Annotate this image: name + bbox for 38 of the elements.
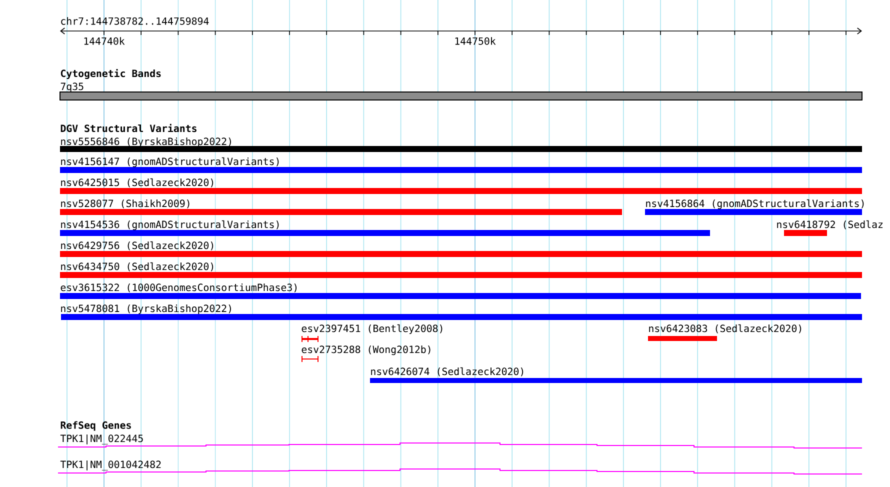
- node-label: 7q35: [60, 82, 84, 92]
- variant-feature: nsv6423083 (Sedlazeck2020): [648, 324, 802, 341]
- node-label: nsv5478081 (ByrskaBishop2022): [61, 304, 231, 314]
- variant-feature: nsv5556846 (ByrskaBishop2022): [60, 138, 862, 152]
- node-label: nsv6434750 (Sedlazeck2020): [61, 262, 214, 272]
- node-label: nsv4156864 (gnomADStructuralVariants): [646, 199, 864, 210]
- variant-feature: nsv5478081 (ByrskaBishop2022): [61, 304, 862, 320]
- track-heading: RefSeq Genes: [60, 421, 131, 431]
- variant-feature: esv2397451 (Bentley2008): [302, 324, 442, 342]
- node-label: nsv5556846 (ByrskaBishop2022): [61, 137, 231, 148]
- variant-feature: nsv6425015 (Sedlazeck2020): [60, 178, 862, 194]
- variant-feature: nsv6426074 (Sedlazeck2020): [370, 367, 862, 383]
- gene-track: TPK1|NM_022445: [58, 434, 863, 448]
- variant-feature: nsv4154536 (gnomADStructuralVariants): [60, 220, 710, 236]
- track-heading: Cytogenetic Bands: [60, 68, 161, 80]
- node-label: nsv4154536 (gnomADStructuralVariants): [61, 220, 279, 230]
- variant-feature: nsv528077 (Shaikh2009): [60, 200, 622, 215]
- variant-feature: esv2735288 (Wong2012b): [302, 346, 430, 362]
- node-label: nsv4156147 (gnomADStructuralVariants): [61, 157, 279, 168]
- track-heading: DGV Structural Variants: [60, 124, 196, 132]
- node-label: nsv528077 (Shaikh2009): [61, 199, 190, 208]
- variant-feature: nsv4156864 (gnomADStructuralVariants): [645, 199, 864, 215]
- variant-feature: esv3615322 (1000GenomesConsortiumPhase3): [60, 284, 862, 299]
- coordinate-title: chr7:144738782..144759894: [61, 17, 209, 25]
- node-label: esv3615322 (1000GenomesConsortiumPhase3): [60, 283, 297, 292]
- gene-track: TPK1|NM_001042482: [58, 460, 863, 474]
- variant-feature: nsv6434750 (Sedlazeck2020): [60, 262, 862, 278]
- cytoband-bar: 7q35: [60, 82, 863, 100]
- variant-feature: nsv4156147 (gnomADStructuralVariants): [60, 157, 862, 173]
- node-label: nsv6418792 (Sedlaz: [777, 220, 883, 230]
- variant-feature: nsv6429756 (Sedlazeck2020): [60, 241, 862, 257]
- ruler-label: 144740k: [84, 37, 125, 45]
- node-label: nsv6425015 (Sedlazeck2020): [61, 178, 214, 188]
- node-label: nsv6423083 (Sedlazeck2020): [649, 324, 802, 334]
- node-label: nsv6429756 (Sedlazeck2020): [61, 241, 214, 250]
- node-label: nsv6426074 (Sedlazeck2020): [371, 367, 524, 376]
- variant-feature: nsv6418792 (Sedlaz: [777, 220, 883, 236]
- ruler-label: 144750k: [455, 37, 496, 45]
